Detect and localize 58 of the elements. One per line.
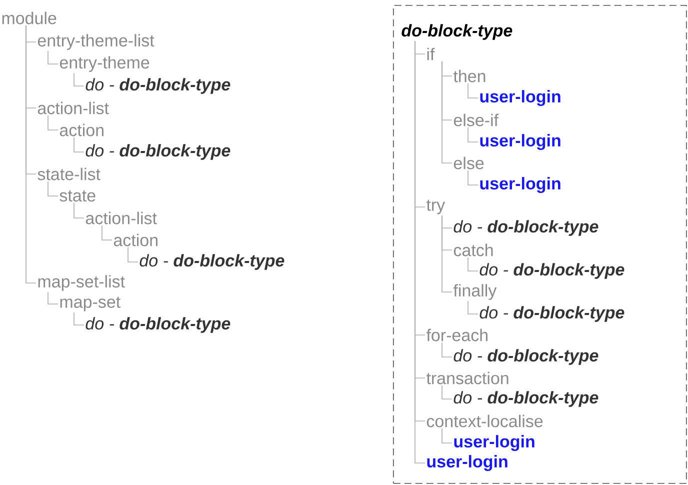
tree-connector — [128, 247, 138, 262]
do-item: do - do-block-type — [86, 317, 230, 333]
heading-text: do-block-type — [402, 24, 512, 40]
tree-item: map-set — [60, 296, 120, 312]
tree-connector — [468, 170, 478, 186]
link-text: user-login — [480, 134, 560, 150]
tree-connector — [74, 312, 84, 326]
tree-connector — [442, 342, 452, 358]
tree-connector — [102, 225, 112, 240]
tree-connector — [468, 257, 478, 272]
do-item: do - do-block-type — [480, 306, 624, 322]
link-text: user-login — [480, 177, 560, 193]
tree-connector — [468, 83, 478, 98]
link-text: user-login — [454, 435, 534, 451]
tree-connector — [468, 127, 478, 142]
do-item: do - do-block-type — [454, 220, 598, 236]
do-item: do - do-block-type — [454, 349, 598, 365]
tree-connector — [442, 60, 452, 164]
tree-item: map-set-list — [38, 275, 125, 291]
tree-connector — [48, 50, 58, 64]
tree-item: action-list — [38, 102, 109, 114]
do-item: do - do-block-type — [454, 391, 598, 407]
tree-item: transaction — [426, 372, 508, 384]
tree-item: try — [426, 200, 446, 214]
tree-item: else — [454, 156, 484, 170]
tree-connector — [442, 428, 452, 444]
tree-item: then — [453, 70, 486, 82]
tree-connector — [74, 202, 84, 218]
do-item: do - do-block-type — [480, 263, 624, 279]
tree-item: entry-theme-list — [38, 34, 154, 50]
do-item: do - do-block-type — [140, 254, 284, 270]
do-item: do - do-block-type — [86, 78, 230, 94]
link-text: user-login — [427, 455, 508, 471]
tree-connector — [48, 292, 58, 304]
tree-item: action — [60, 124, 104, 136]
link-text: user-login — [480, 90, 560, 106]
dashed-frame — [393, 5, 687, 484]
tree-item: action-list — [86, 212, 157, 224]
tree-connector — [48, 181, 58, 196]
tree-item: action — [114, 234, 158, 246]
tree-item: else-if — [454, 114, 499, 126]
do-item: do - do-block-type — [86, 144, 230, 160]
tree-item: catch — [454, 244, 493, 256]
tree-connector — [48, 115, 58, 130]
tree-connector — [468, 300, 478, 314]
tree-item: state — [60, 190, 96, 202]
tree-connector — [74, 137, 84, 152]
tree-connector — [26, 25, 36, 284]
tree-connector — [74, 72, 84, 86]
tree-item: finally — [453, 284, 497, 300]
tree-item: entry-theme — [60, 56, 150, 72]
tree-item: module — [2, 12, 56, 24]
tree-item: for-each — [426, 328, 488, 342]
tree-item: context-localise — [426, 414, 543, 428]
tree-item: state-list — [38, 168, 100, 180]
tree-item: if — [427, 48, 435, 60]
tree-connector — [442, 215, 452, 292]
tree-connector — [442, 385, 452, 400]
